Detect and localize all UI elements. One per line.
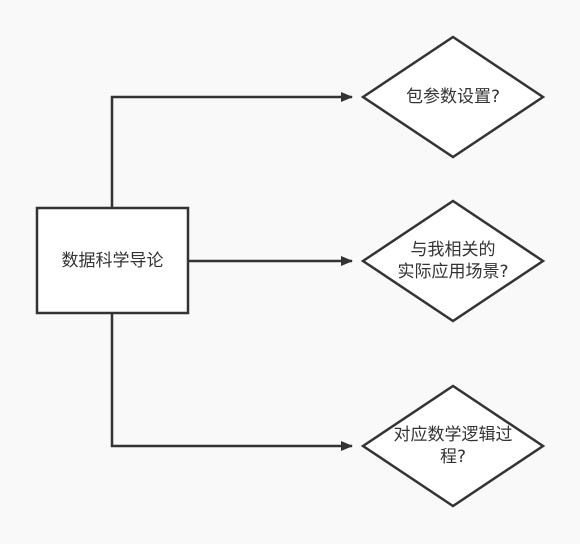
root-node-box[interactable] <box>35 206 190 315</box>
decision-node-3-label: 对应数学逻辑过 程? <box>393 425 513 467</box>
decision-node-1[interactable] <box>360 35 546 159</box>
decision-node-1-label: 包参数设置? <box>405 87 501 107</box>
connector-to-branch-3 <box>110 313 353 451</box>
connector-to-branch-1 <box>110 92 353 208</box>
decision-node-3[interactable] <box>360 384 546 508</box>
decision-node-2-label: 与我相关的 实际应用场景? <box>397 240 509 282</box>
root-node-label: 数据科学导论 <box>61 250 164 271</box>
decision-node-2[interactable] <box>360 199 546 323</box>
